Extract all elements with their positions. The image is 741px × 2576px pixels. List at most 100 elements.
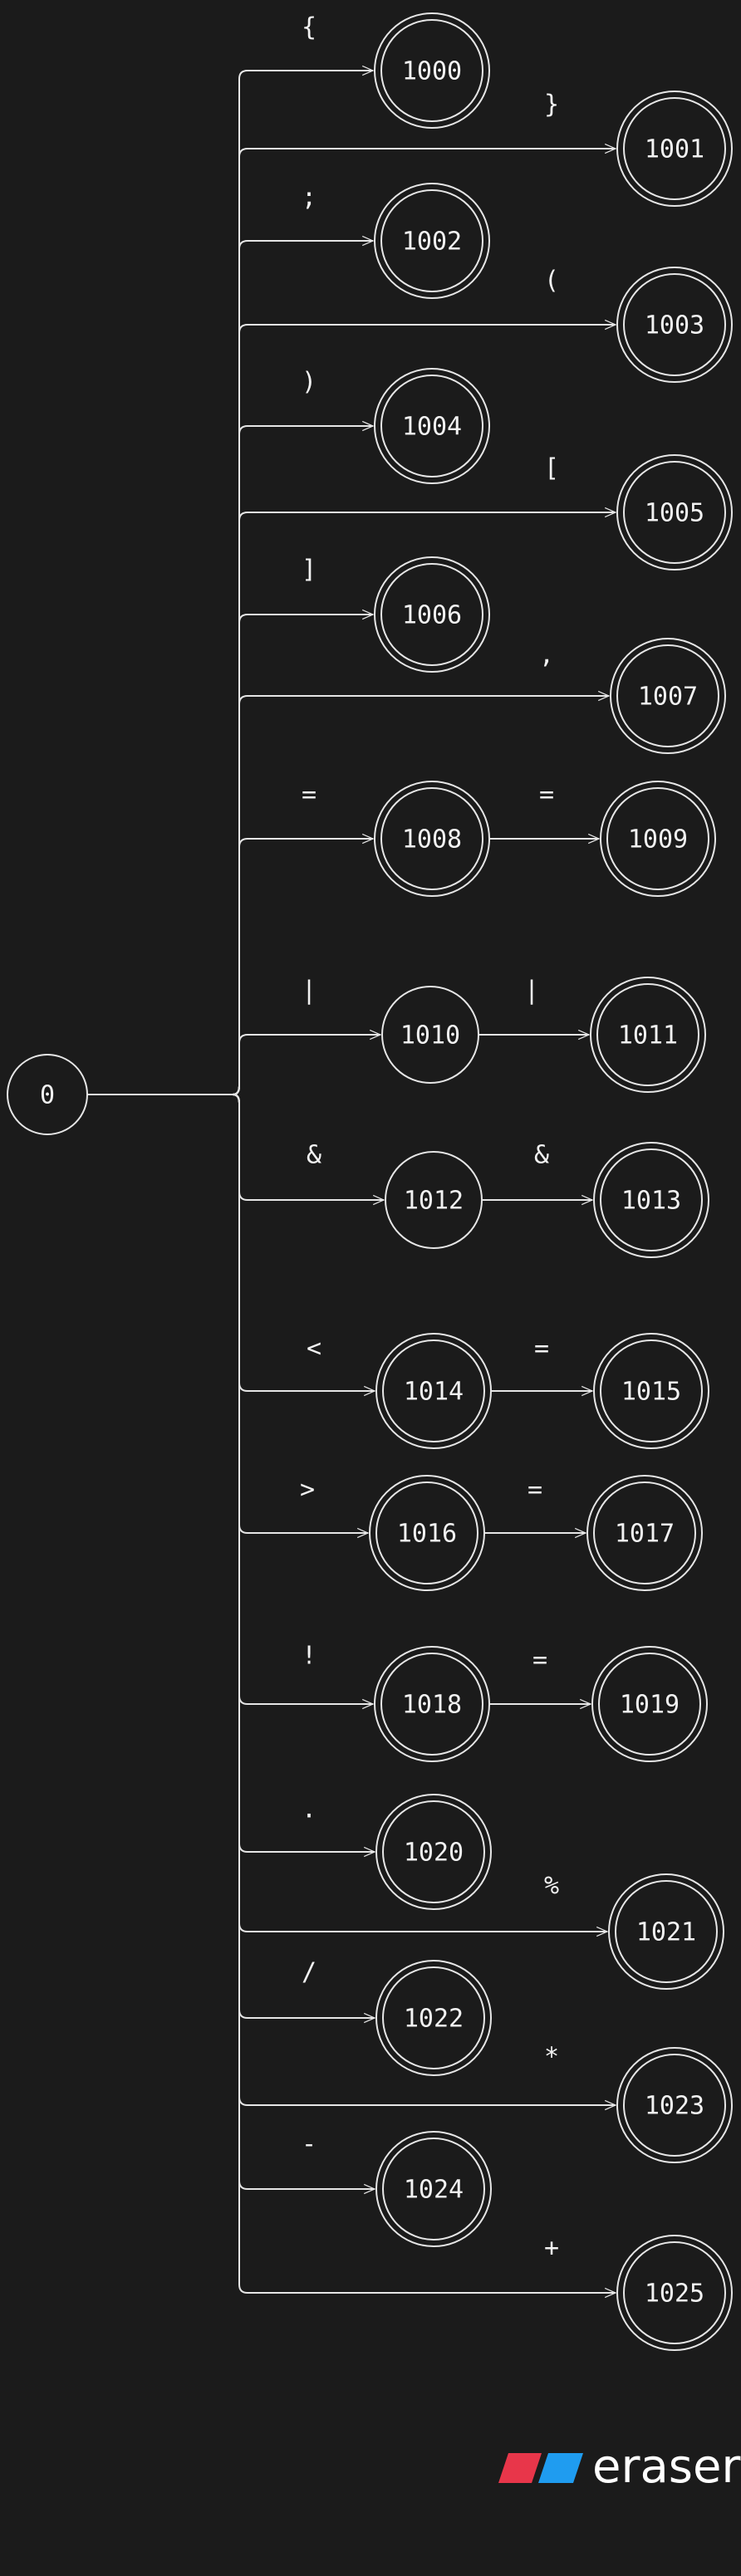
state-circle <box>610 638 726 754</box>
transition-label-0-to-1023: * <box>544 2043 559 2072</box>
transition-label-1010-to-1011: | <box>524 977 539 1006</box>
accepting-inner-circle <box>606 787 709 890</box>
state-label: 1015 <box>621 1378 681 1407</box>
state-1019: 1019 <box>591 1646 708 1762</box>
accepting-inner-circle <box>623 2054 726 2157</box>
transition-label-0-to-1012: & <box>307 1141 321 1170</box>
state-circle <box>374 12 490 129</box>
state-label: 1007 <box>638 683 698 712</box>
transition-label-0-to-1014: < <box>307 1335 321 1364</box>
accepting-inner-circle <box>623 97 726 200</box>
state-circle <box>375 1960 492 2076</box>
state-label: 1019 <box>620 1691 680 1720</box>
transition-labels: {};()[],==||&&<=>=!=.%/*-+ <box>300 13 559 2263</box>
state-1023: 1023 <box>616 2047 733 2163</box>
transition-label-0-to-1024: - <box>302 2130 317 2159</box>
transition-label-0-to-1004: ) <box>302 368 317 397</box>
state-1013: 1013 <box>593 1142 709 1258</box>
accepting-inner-circle <box>600 1148 703 1251</box>
state-1000: 1000 <box>374 12 490 129</box>
transition-label-0-to-1008: = <box>302 781 317 810</box>
accepting-inner-circle <box>623 461 726 564</box>
transition-label-0-to-1003: ( <box>544 267 559 296</box>
state-circle <box>374 781 490 897</box>
state-label: 1001 <box>645 135 704 164</box>
state-1025: 1025 <box>616 2235 733 2351</box>
state-1003: 1003 <box>616 267 733 383</box>
state-circle <box>590 977 706 1093</box>
state-label: 1011 <box>618 1021 678 1050</box>
accepting-inner-circle <box>596 983 699 1086</box>
state-1008: 1008 <box>374 781 490 897</box>
state-circle <box>374 556 490 673</box>
state-label: 1021 <box>636 1918 696 1947</box>
transition-label-0-to-1006: ] <box>302 556 317 585</box>
state-label: 1012 <box>404 1187 464 1216</box>
transition-0-to-1008 <box>232 833 375 1095</box>
transition-0-to-1006 <box>232 609 375 1095</box>
accepting-inner-circle <box>382 1339 485 1442</box>
transition-0-to-1018 <box>232 1094 375 1710</box>
transition-0-to-1010 <box>232 1029 382 1095</box>
transition-label-1016-to-1017: = <box>528 1476 542 1505</box>
state-circle <box>374 1646 490 1762</box>
state-circle <box>374 183 490 299</box>
state-1010: 1010 <box>381 986 479 1084</box>
state-circle <box>593 1142 709 1258</box>
transition-label-1018-to-1019: = <box>532 1646 547 1675</box>
state-1021: 1021 <box>608 1873 724 1990</box>
state-circle <box>381 986 479 1084</box>
transition-label-0-to-1022: / <box>302 1958 317 1987</box>
transition-label-0-to-1021: % <box>544 1872 559 1901</box>
state-label: 1017 <box>615 1520 675 1549</box>
state-circle <box>375 2131 492 2247</box>
eraser-logo-text: eraser <box>592 2440 741 2494</box>
state-label: 1018 <box>402 1691 462 1720</box>
state-circle <box>616 2047 733 2163</box>
state-circle <box>369 1475 485 1591</box>
state-label: 1024 <box>404 2176 464 2205</box>
state-1009: 1009 <box>600 781 716 897</box>
state-circle <box>375 1794 492 1910</box>
accepting-inner-circle <box>380 563 483 666</box>
state-label: 1013 <box>621 1187 681 1216</box>
state-1012: 1012 <box>385 1151 483 1249</box>
state-1007: 1007 <box>610 638 726 754</box>
accepting-inner-circle <box>600 1339 703 1442</box>
state-label: 1004 <box>402 413 462 442</box>
state-1004: 1004 <box>374 368 490 484</box>
state-circle <box>608 1873 724 1990</box>
state-label: 1020 <box>404 1839 464 1868</box>
state-circle <box>586 1475 703 1591</box>
state-1018: 1018 <box>374 1646 490 1762</box>
state-1006: 1006 <box>374 556 490 673</box>
state-label: 1022 <box>404 2005 464 2034</box>
accepting-inner-circle <box>380 1653 483 1756</box>
accepting-inner-circle <box>380 19 483 122</box>
transition-label-1008-to-1009: = <box>539 781 554 810</box>
state-label: 1006 <box>402 601 462 630</box>
eraser-logo-icon <box>498 2453 583 2483</box>
transition-label-0-to-1010: | <box>302 977 317 1006</box>
state-circle <box>375 1333 492 1449</box>
transition-label-1012-to-1013: & <box>534 1141 549 1170</box>
transition-label-0-to-1016: > <box>300 1476 315 1505</box>
state-circle <box>616 91 733 207</box>
accepting-inner-circle <box>593 1481 696 1584</box>
accepting-inner-circle <box>380 787 483 890</box>
state-label: 1009 <box>628 825 688 855</box>
accepting-inner-circle <box>616 644 719 747</box>
state-circle <box>616 454 733 571</box>
transition-label-0-to-1001: } <box>544 91 559 120</box>
transition-label-0-to-1020: . <box>302 1795 317 1824</box>
transition-0-to-1016 <box>232 1094 370 1539</box>
state-label: 1010 <box>400 1021 460 1050</box>
transition-0-to-1025 <box>232 1094 617 2299</box>
transition-0-to-1020 <box>232 1094 376 1858</box>
state-circle <box>7 1054 88 1135</box>
state-label: 1025 <box>645 2280 704 2309</box>
state-1011: 1011 <box>590 977 706 1093</box>
transition-label-0-to-1005: [ <box>544 454 559 483</box>
state-circle <box>385 1151 483 1249</box>
